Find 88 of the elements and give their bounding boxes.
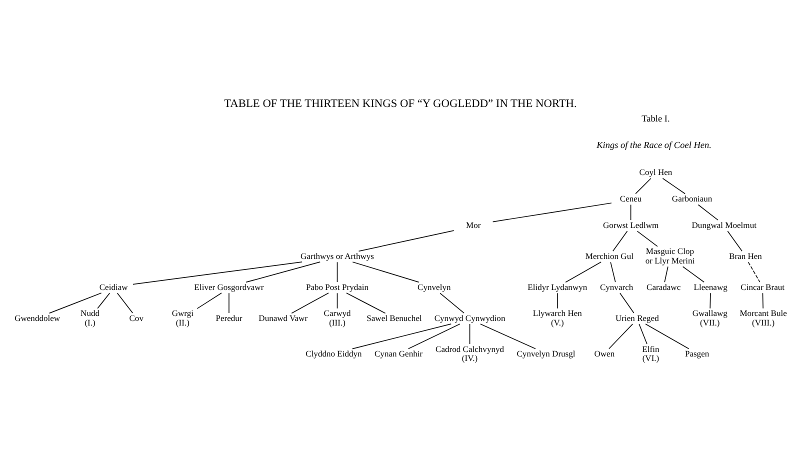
node-text: Bran Hen bbox=[728, 250, 762, 260]
node-text: Garthwys or Arthwys bbox=[300, 250, 374, 260]
node-text: Cincar Braut bbox=[740, 281, 784, 292]
connector bbox=[634, 177, 651, 194]
node-text: Cynan Genhir bbox=[374, 348, 422, 358]
connector bbox=[610, 261, 616, 282]
label: Kings of the Race of Coel Hen. bbox=[596, 140, 711, 150]
node-text: Pasgen bbox=[684, 348, 709, 358]
connector bbox=[608, 323, 633, 349]
node-text: Cynvelyn Drusgl bbox=[516, 348, 575, 358]
node-label: (III.) bbox=[328, 316, 345, 327]
connector bbox=[726, 230, 742, 251]
node-text: Merchion Gul bbox=[584, 250, 633, 260]
connector bbox=[630, 204, 631, 220]
connector bbox=[245, 261, 320, 282]
node-text: Cynwyd Cynwydion bbox=[434, 312, 505, 322]
node-text: Llywarch Hen bbox=[532, 308, 582, 318]
diagram-title: TABLE OF THE THIRTEEN KINGS OF “Y GOGLEDD” IN THE NORTH. bbox=[224, 97, 576, 110]
node-text: Dungwal Moelmut bbox=[691, 219, 756, 230]
node-text: Cynvelyn bbox=[417, 281, 450, 292]
node-label: (I.) bbox=[84, 316, 95, 327]
node-text: Elfin bbox=[642, 343, 659, 354]
node-text: Lleenawg bbox=[693, 281, 727, 292]
connector bbox=[336, 261, 338, 282]
node-text: Urien Reged bbox=[615, 312, 658, 322]
node-text: Carwyd bbox=[323, 308, 350, 318]
node-label: (VIII.) bbox=[752, 316, 774, 327]
node-text: Sawel Benuchel bbox=[366, 312, 422, 322]
connector bbox=[352, 261, 419, 282]
connector bbox=[762, 292, 763, 308]
connector bbox=[407, 323, 460, 349]
connector bbox=[747, 261, 760, 282]
node-text: Dunawd Vawr bbox=[258, 312, 308, 322]
connector bbox=[636, 230, 658, 246]
connector bbox=[116, 292, 133, 313]
node-text: Cynvarch bbox=[599, 281, 633, 292]
connector bbox=[682, 266, 704, 282]
node-text: Gwallawg bbox=[692, 308, 727, 318]
label: Table I. bbox=[641, 114, 670, 124]
node-text: Garboniaun bbox=[671, 192, 712, 203]
node-text: Gwenddolew bbox=[14, 312, 60, 322]
connector bbox=[564, 261, 601, 282]
node-text: Gwrgi bbox=[171, 308, 193, 318]
connector bbox=[132, 261, 302, 284]
connector bbox=[709, 292, 710, 308]
node-text: Owen bbox=[594, 348, 614, 358]
connector bbox=[556, 292, 558, 308]
node-text: Masguic Clop or Llyr Merini bbox=[644, 246, 694, 265]
connector bbox=[351, 323, 452, 349]
connector bbox=[612, 230, 628, 251]
node-label: (VI.) bbox=[642, 352, 659, 363]
connector bbox=[336, 292, 338, 308]
node-label: (II.) bbox=[175, 316, 189, 327]
node-text: Eliver Gosgordvawr bbox=[194, 281, 264, 292]
connector bbox=[290, 292, 328, 314]
connector bbox=[479, 323, 536, 349]
connector bbox=[228, 292, 229, 313]
connector bbox=[196, 292, 222, 308]
node-label: (V.) bbox=[550, 316, 564, 327]
connector bbox=[48, 292, 102, 314]
node-text: Coyl Hen bbox=[638, 166, 672, 177]
node-text: Clyddno Eiddyn bbox=[305, 348, 362, 358]
connector bbox=[96, 292, 110, 308]
node-label: (IV.) bbox=[461, 352, 478, 363]
node-text: Cov bbox=[128, 312, 143, 322]
node-text: Mor bbox=[465, 219, 480, 230]
node-text: Pabo Post Prydain bbox=[305, 281, 368, 292]
node-text: Peredur bbox=[215, 312, 242, 322]
connector bbox=[638, 323, 647, 344]
node-text: Caradawc bbox=[646, 281, 680, 292]
node-label: (VII.) bbox=[700, 316, 720, 327]
connector bbox=[439, 292, 464, 313]
connector bbox=[664, 266, 668, 282]
connector bbox=[346, 292, 386, 314]
node-text: Gorwst Ledlwm bbox=[602, 219, 658, 230]
connector bbox=[619, 292, 634, 313]
connector bbox=[492, 202, 612, 222]
node-text: Nudd bbox=[80, 308, 100, 318]
connector bbox=[662, 177, 685, 194]
connector bbox=[468, 323, 470, 344]
node-text: Elidyr Lydanwyn bbox=[527, 281, 587, 292]
node-text: Morcant Bule bbox=[739, 308, 786, 318]
connector bbox=[644, 323, 689, 349]
node-text: Ceneu bbox=[619, 192, 642, 203]
connector bbox=[697, 204, 718, 220]
node-text: Ceidiaw bbox=[98, 281, 128, 292]
connector bbox=[358, 230, 454, 252]
node-text: Cadrod Calchvynyd bbox=[435, 343, 504, 354]
